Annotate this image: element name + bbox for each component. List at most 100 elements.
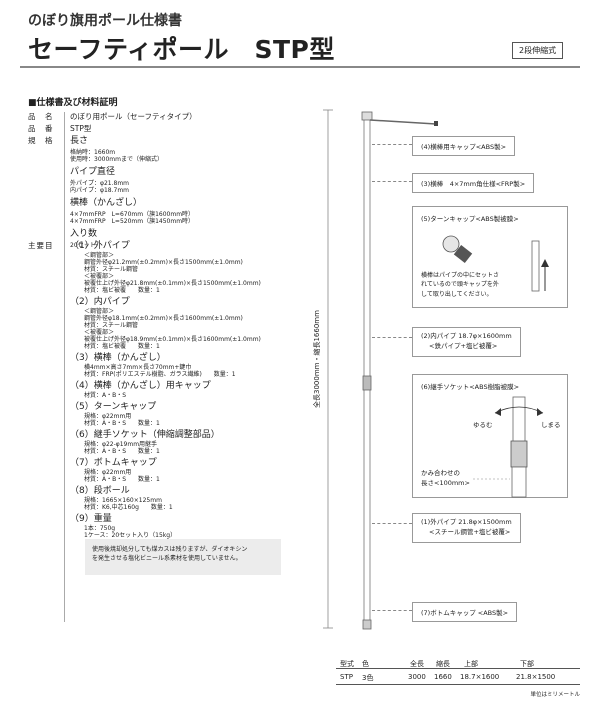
part-title: （9）重量 [70, 514, 112, 524]
note-box: 使用後焼却処分しても煤カスは残りますが、ダイオキシン を発生させる塩化ビニール系… [85, 539, 281, 575]
part-line: 材質：A・B・S [84, 392, 127, 399]
callout-bottom-cap: (7)ボトムキャップ <ABS製> [412, 602, 518, 622]
part-line: 材質：K6,中芯160g 数量：1 [84, 504, 173, 511]
length-line: 使用時：3000mmまで（伸縮式） [70, 156, 163, 163]
part-line: 材質：塩ビ被覆 数量：1 [84, 343, 160, 350]
table-rule [336, 668, 580, 669]
crossbar-title: 横棒（かんざし） [70, 198, 143, 208]
part-line: ＜被覆部＞ [84, 273, 115, 280]
pipe-line: 内パイプ：φ18.7mm [70, 187, 130, 194]
cap-sphere [442, 235, 460, 253]
table-header: 型式 [340, 660, 354, 668]
part-line: 被覆仕上げ外径φ21.8mm(±0.1mm)×長さ1500mm(±1.0mm) [84, 280, 261, 287]
leader-line [372, 181, 412, 182]
arrow-right [537, 408, 543, 416]
table-cell: 18.7×1600 [460, 673, 500, 681]
length-line: 格納時：1660m [70, 149, 116, 156]
spec-value: STP型 [70, 124, 92, 133]
loosen-label: ゆるむ [473, 421, 493, 429]
spec-divider [64, 112, 65, 622]
spec-key: 品 番 [28, 124, 54, 133]
part-title: （1）外パイプ [70, 241, 130, 251]
callout-crossbar-cap: (4)横棒用キャップ<ABS製> [412, 136, 516, 156]
overlap-note: かみ合わせの 長さ<100mm> [421, 469, 470, 489]
socket-illustration [510, 440, 528, 468]
part-line: 1ケース：20セット入り（15kg） [84, 532, 177, 539]
part-line: ＜被覆部＞ [84, 329, 115, 336]
leader-line [372, 337, 412, 338]
table-rule [336, 684, 580, 685]
crossbar-line: 4×7mmFRP L=670mm（旗1600mm時） [70, 211, 195, 218]
note-line: を発生させる塩化ビニール系素材を使用していません。 [92, 555, 242, 562]
type-badge: 2段伸縮式 [512, 42, 564, 59]
spec-value: のぼり用ポール（セーフティタイプ） [70, 112, 197, 121]
table-cell: 21.8×1500 [516, 673, 556, 681]
crossbar-cap [434, 121, 438, 126]
part-line: 材質：A・B・S 数量：1 [84, 448, 160, 455]
callout-turn-cap: (5)ターンキャップ<ABS製被膜> [421, 215, 519, 223]
part-line: 材質：A・B・S 数量：1 [84, 476, 160, 483]
upper-pipe-illustration [512, 396, 526, 444]
note-line: 横棒はパイプの中にセットさ [421, 272, 500, 279]
callout-outer-pipe: (1)外パイプ 21.8φ×1500mm <スチール鋼管+塩ビ被覆> [412, 513, 521, 543]
callout-joint: (6)継手ソケット<ABS樹脂被膜> [421, 383, 520, 391]
part-title: （7）ボトムキャップ [70, 458, 157, 468]
part-line: 1本：750g [84, 525, 116, 532]
part-line: 鋼管外径φ18.1mm(±0.2mm)×長さ1600mm(±1.0mm) [84, 315, 243, 322]
part-line: ＜鋼管部＞ [84, 308, 115, 315]
callout-inner-pipe: (2)内パイプ 18.7φ×1600mm <鉄パイプ+塩ビ被覆> [412, 327, 521, 357]
part-line: 規格：1665×160×125mm [84, 497, 162, 504]
table-cell: 3色 [362, 674, 374, 682]
turn-cap-note: 横棒はパイプの中にセットさ れているので頭キャップを外 して取り出してください。 [421, 271, 499, 299]
count-title: 入り数 [70, 229, 98, 239]
part-line: 材質：スチール鋼管 [84, 266, 139, 273]
callout-line: <スチール鋼管+塩ビ被覆> [429, 527, 511, 536]
part-line: 材質：塩ビ被覆 数量：1 [84, 287, 160, 294]
joint-socket [362, 375, 372, 391]
section-title: ■仕様書及び材料証明 [28, 98, 118, 108]
part-line: 材質：スチール鋼管 [84, 322, 139, 329]
part-line: 規格：φ22-φ19mm用継手 [84, 441, 158, 448]
document-label: のぼり旗用ポール仕様書 [28, 13, 182, 29]
bottom-cap [362, 619, 372, 630]
unit-note: 単位はミリメートル [530, 692, 580, 698]
leader-line [372, 523, 412, 524]
tighten-label: しまる [541, 421, 561, 429]
part-line: 材質：A・B・S 数量：1 [84, 420, 160, 427]
part-line: 材質：FRP(ポリエステル樹脂、ガラス繊維) 数量：1 [84, 371, 236, 378]
pole-drawing [323, 109, 438, 630]
part-line: ＜鋼管部＞ [84, 252, 115, 259]
table-header: 縮長 [436, 660, 450, 668]
leader-line [372, 144, 412, 145]
table-header: 全長 [410, 660, 424, 668]
table-header: 下部 [520, 660, 534, 668]
total-length-label: 全長3000mm・縮長1660mm [313, 310, 321, 408]
part-line: 横4mm×高さ7mm×長さ70mm+鍵巾 [84, 364, 192, 371]
callout-line: (1)外パイプ 21.8φ×1500mm [421, 518, 512, 526]
cap-body [453, 244, 473, 264]
note-line: れているので頭キャップを外 [421, 281, 499, 289]
pole-diagram: 全長3000mm・縮長1660mm (4)横棒用キャップ<ABS製> (3)横棒… [313, 108, 588, 648]
up-arrow-head [541, 259, 549, 267]
joint-illustration [473, 396, 544, 498]
part-title: （4）横棒（かんざし）用キャップ [70, 381, 211, 391]
callout-turn-cap-box: (5)ターンキャップ<ABS製被膜> 横棒はパイプの中にセットさ れているので頭… [412, 206, 568, 308]
leader-line [372, 610, 412, 611]
callout-crossbar: (3)横棒 4×7mm角仕様<FRP製> [412, 173, 535, 193]
spec-key: 主要目 [28, 241, 54, 250]
part-line: 規格：φ22mm用 [84, 469, 132, 476]
table-cell: 1660 [434, 673, 452, 681]
part-title: （6）継手ソケット（伸縮調整部品） [70, 430, 220, 440]
note-line: かみ合わせの [421, 469, 460, 477]
spec-key: 品 名 [28, 112, 54, 121]
lower-pipe-illustration [511, 466, 527, 498]
table-cell: 3000 [408, 673, 426, 681]
length-title: 長さ [70, 136, 89, 146]
part-title: （8）段ボール [70, 486, 130, 496]
part-title: （3）横棒（かんざし） [70, 353, 166, 363]
page-title: セーフティポール STP型 [28, 35, 335, 64]
part-title: （5）ターンキャップ [70, 402, 157, 412]
callout-line: (2)内パイプ 18.7φ×1600mm [421, 332, 512, 340]
pipe-line: 外パイプ：φ21.8mm [70, 180, 130, 187]
note-line: 長さ<100mm> [421, 478, 470, 487]
